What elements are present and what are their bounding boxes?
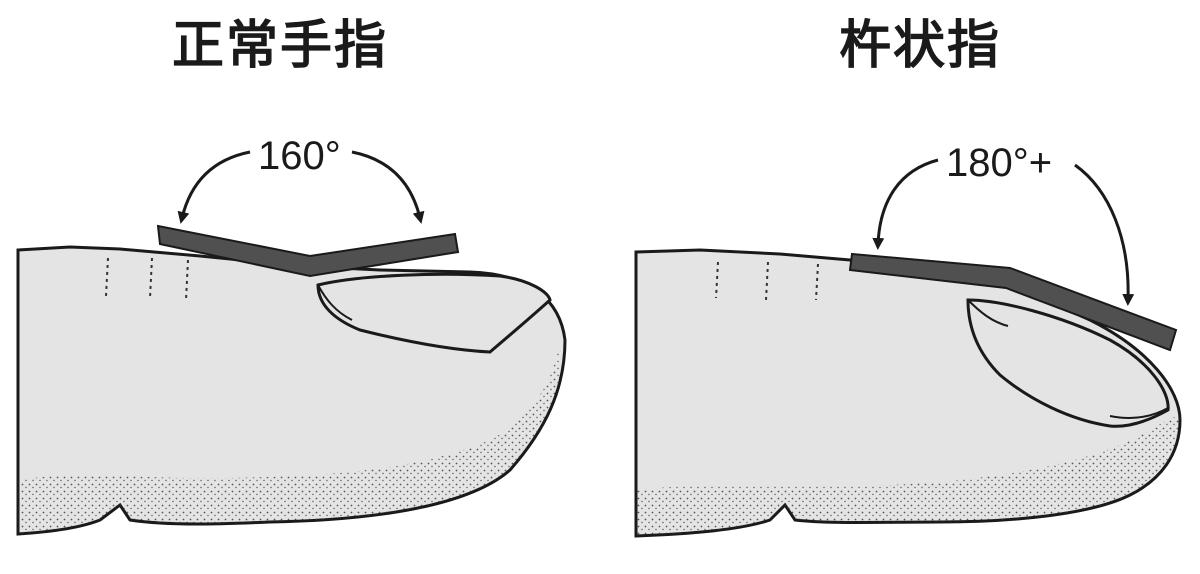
normal-nail [316,272,552,354]
clubbed-angle-label: 180°+ [946,141,1053,185]
clubbed-knuckle-creases [715,261,819,301]
normal-finger-shading [18,340,561,534]
clubbed-angle-arrow-right [1074,163,1135,306]
clubbed-nail-tip [1109,407,1169,419]
clubbed-finger-title: 杵状指 [838,16,1001,76]
normal-finger-illustration [16,150,567,536]
clubbed-nail-lunula [967,299,1009,327]
normal-angle-label: 160° [258,134,341,178]
clubbed-angle-arrow [872,158,939,250]
clubbed-finger-illustration [634,158,1182,538]
clubbed-angle-ruler [848,252,1178,352]
normal-finger-title: 正常手指 [171,16,388,76]
normal-angle-ruler [156,224,460,278]
normal-nail-lunula [317,284,353,321]
normal-angle-arrow [177,150,251,224]
normal-angle-arrow-right [351,150,425,224]
clubbed-nail [966,298,1170,428]
clubbed-finger-shading [636,417,1180,536]
